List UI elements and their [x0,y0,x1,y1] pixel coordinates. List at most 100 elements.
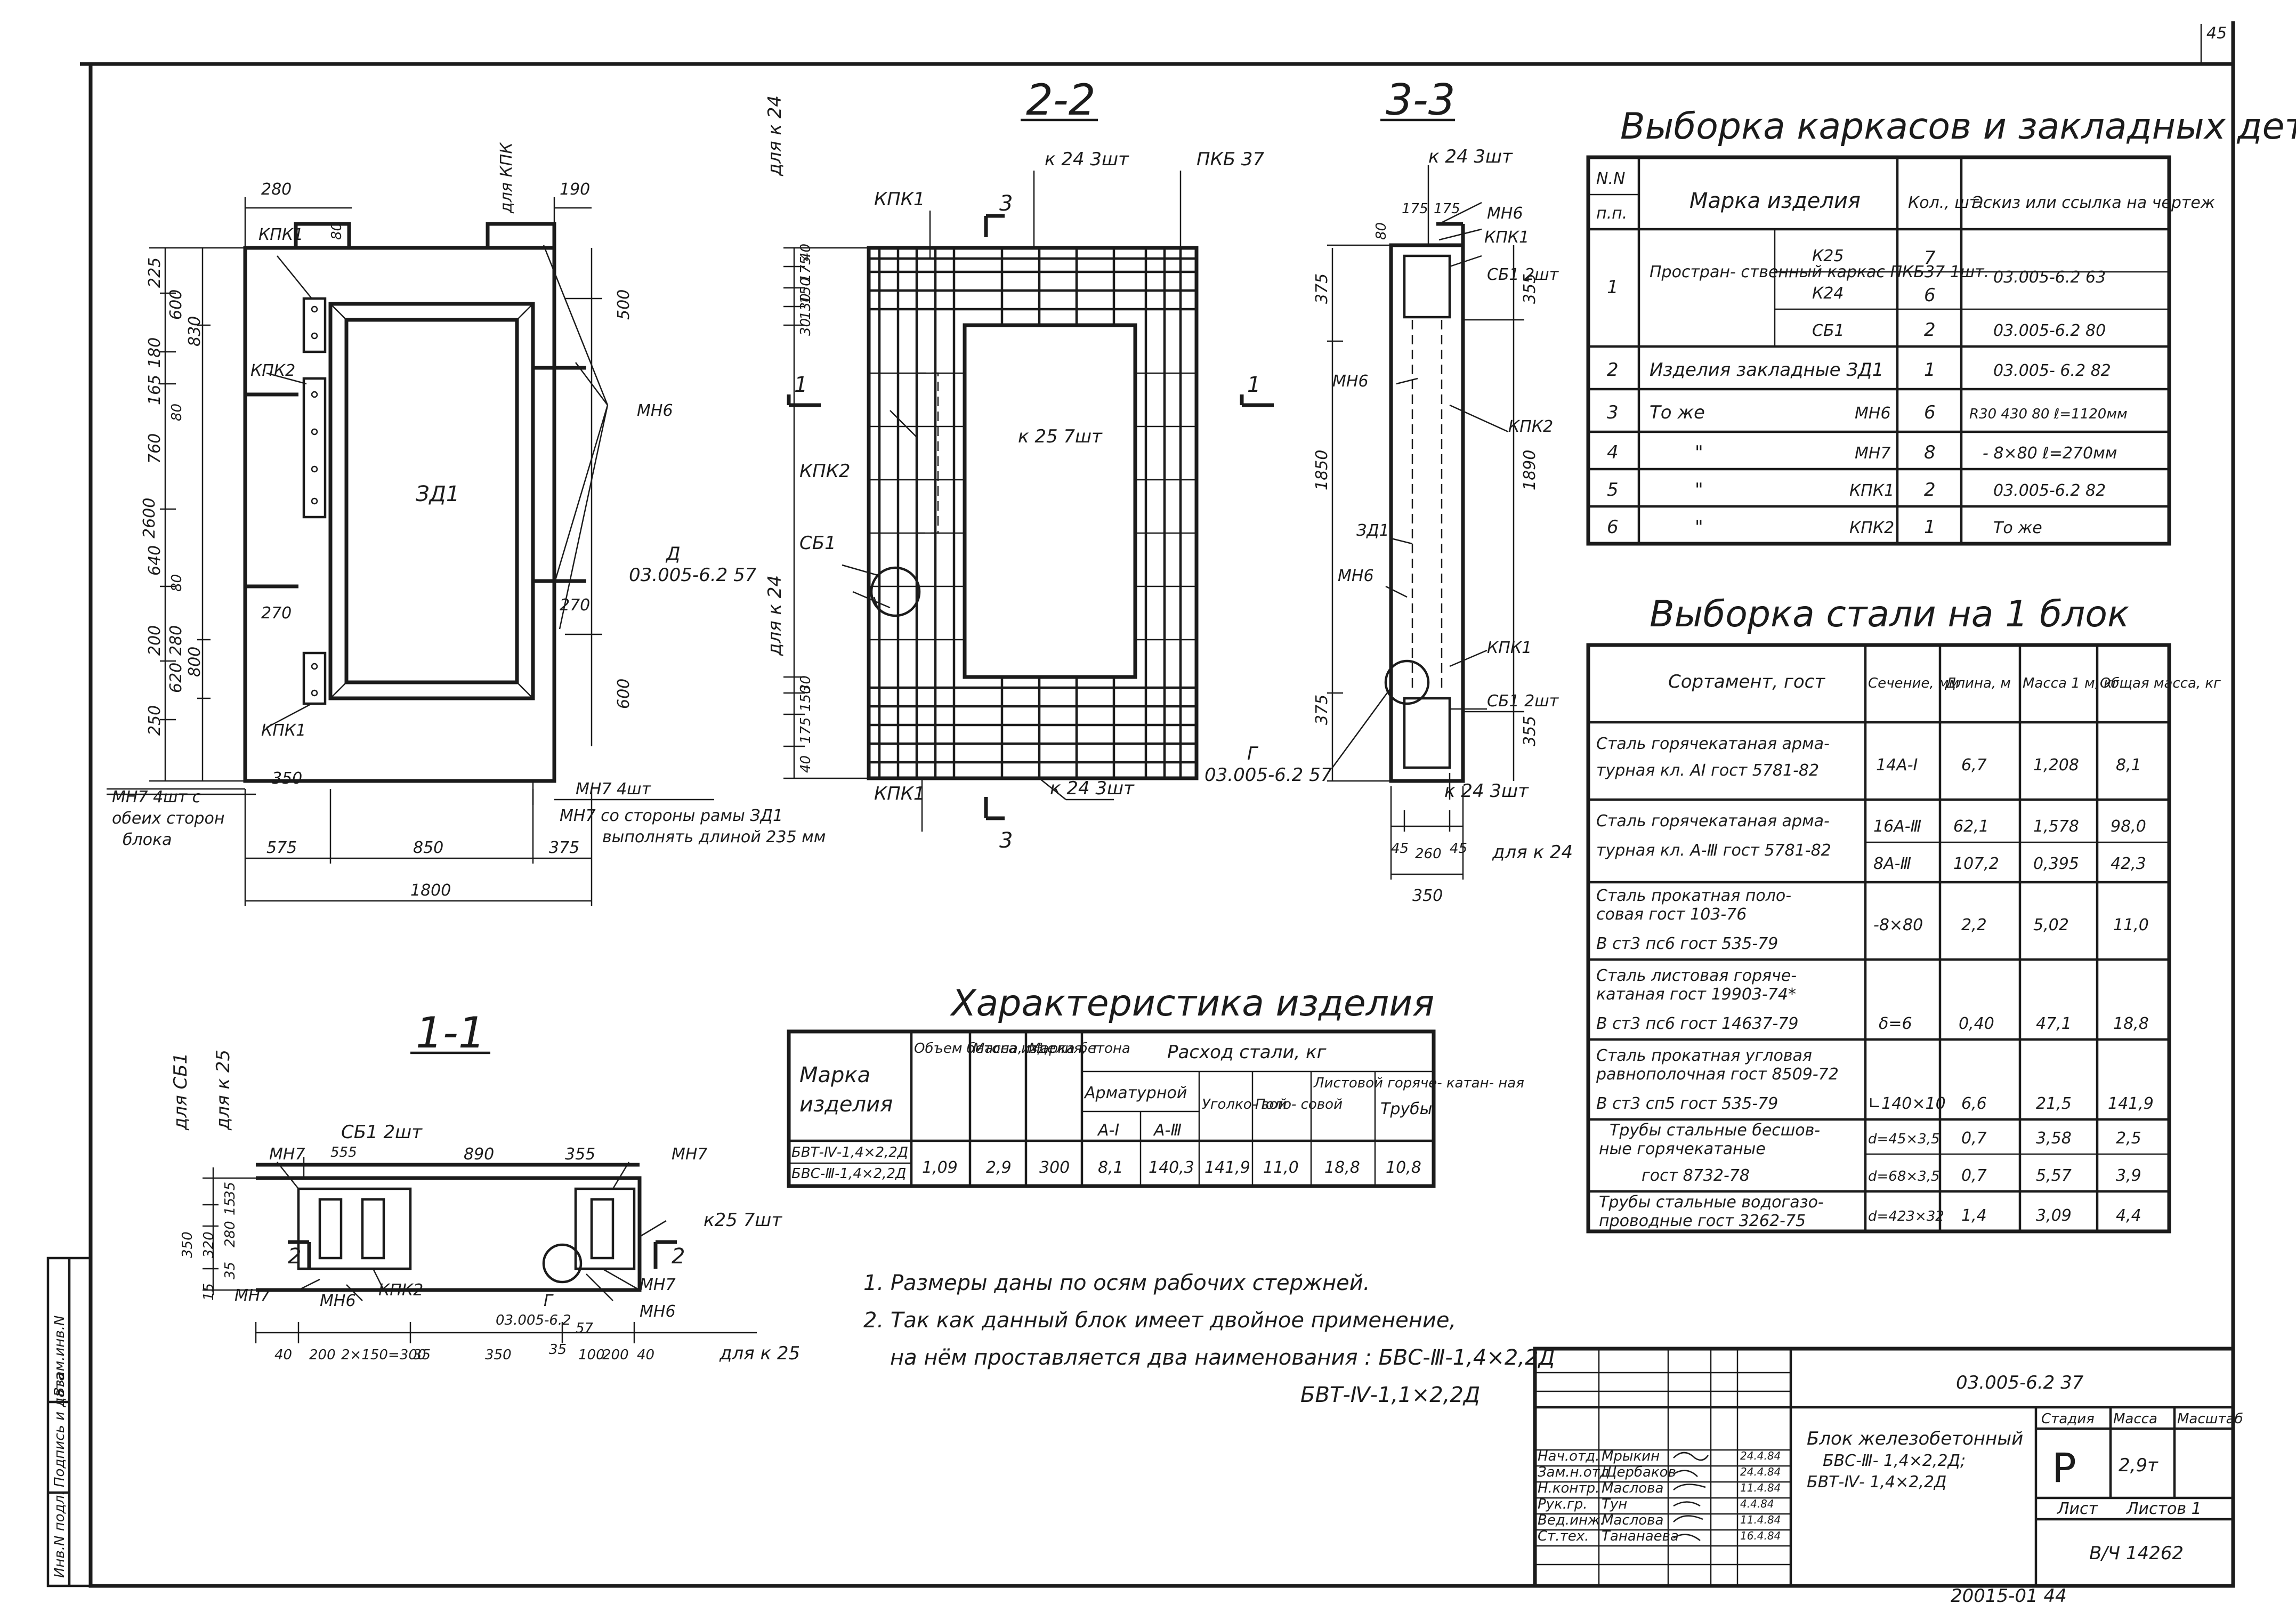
ts-r2-len2: 107,2 [1953,855,1999,873]
elev-dim-270b: 270 [560,596,590,615]
ts-r1-m1: 1,208 [2033,756,2079,775]
tb-name2: БВС-Ⅲ- 1,4×2,2Д; [1823,1452,1966,1470]
s33-mn6-mid: МН6 [1332,372,1369,391]
tf-row4-ref: - 8×80 ℓ=270мм [1983,444,2117,463]
s11-dim: 350 [180,1231,196,1258]
s33-k24-top: к 24 3шт [1428,146,1513,167]
elev-dim-850: 850 [413,839,443,857]
tb-h-scale: Масштаб [2177,1411,2243,1427]
tc-pipe: 10,8 [1386,1158,1421,1177]
s33-kpk2: КПК2 [1508,417,1553,436]
s11-mn6-br: МН6 [640,1302,676,1321]
elev-dim-350: 350 [272,769,302,788]
tf-row1-sub1: К25 [1812,247,1844,265]
tf-row4-q: 8 [1924,442,1936,463]
tb-h-mass: Масса [2113,1411,2157,1427]
ts-h-len: Длина, м [1945,675,2011,691]
table-frames-title: Выборка каркасов и закладных деталей [1620,106,2296,148]
tc-h-mark-2: изделия [799,1092,893,1117]
elev-dim-2600: 2600 [140,498,159,538]
tf-h-mark: Марка изделия [1689,189,1861,213]
ts-r6-name2: ные горячекатаные [1599,1140,1766,1158]
ts-r7-m1: 3,09 [2036,1206,2072,1225]
s11-dim: 200 [309,1347,336,1363]
tf-h-ref: Эскиз или ссылка на чертеж [1971,194,2215,212]
tc-h-arm: Арматурной [1084,1084,1187,1102]
elev-note-right-3: выполнять длиной 235 мм [602,828,826,847]
s11-dim-555: 555 [330,1144,357,1160]
elev-kpk1-top: КПК1 [258,225,303,244]
ts-r2-name1: Сталь горячекатаная арма- [1596,812,1830,831]
s11-dla-k25-b: для к 25 [719,1343,800,1364]
tb-role: Рук.гр. [1538,1496,1587,1512]
tf-row3-sub: МН6 [1855,404,1891,423]
tf-row5-ref: 03.005-6.2 82 [1993,481,2106,500]
tc-strip: 11,0 [1263,1158,1299,1177]
ts-r6-sec2: d=68×3,5 [1868,1168,1940,1184]
elev-dim: 830 [185,316,204,346]
s22-dla-k24-mid: для к 24 [764,575,786,656]
tc-h-a3: А-Ⅲ [1153,1121,1182,1140]
s11-dim: 35 [413,1347,431,1363]
elev-note-right-1: МН7 4шт [576,780,652,799]
tb-role: Нач.отд. [1538,1448,1599,1464]
elev-note-right-2: МН7 со стороны рамы ЗД1 [560,807,783,825]
tf-row5-name: " [1695,479,1703,501]
ts-r5-name1: Сталь прокатная угловая [1596,1046,1812,1065]
tf-row4-n: 4 [1607,442,1619,463]
s11-dim: 35 [222,1262,238,1279]
tf-row1-q1: 7 [1924,247,1936,269]
s22-d-ref: 03.005-6.2 57 [629,565,757,586]
ts-r1-sec: 14А-Ⅰ [1876,756,1918,775]
s22-dim: 175 [798,717,814,744]
s11-kpk2: КПК2 [378,1281,423,1300]
s22-dim: 30 [798,318,814,336]
tf-h-qty: Кол., шт. [1908,194,1984,212]
elev-dim: 165 [145,375,164,405]
ts-r6-sec1: d=45×3,5 [1868,1131,1940,1147]
s22-d-label: Д [665,543,681,565]
s33-k24-bot: к 24 3шт [1444,780,1529,802]
ts-r3-tot: 11,0 [2113,916,2149,934]
ts-r5-name3: В ст3 сп5 гост 535-79 [1596,1094,1778,1113]
s33-dim-375a: 375 [1313,273,1331,304]
s22-dla-k24-top: для к 24 [764,95,786,176]
tf-row2-name: Изделия закладные ЗД1 [1650,359,1883,381]
tb-name1: Блок железобетонный [1807,1428,2023,1449]
tf-row3-q: 6 [1924,402,1936,423]
elev-dim: 620 [167,663,185,693]
tc-vol: 1,09 [922,1158,958,1177]
elev-dim-270a: 270 [261,604,292,623]
tf-h-nn-1: N.N [1596,170,1625,188]
s33-dim-175a: 175 [1402,201,1428,217]
tb-stamp-bottom: 20015-01 44 [1951,1585,2067,1607]
ts-r6-m12: 5,57 [2036,1166,2072,1185]
tb-role: Вед.инж. [1538,1512,1605,1528]
s11-mn7-tl: МН7 [269,1145,305,1164]
s33-zd1: ЗД1 [1356,521,1389,540]
s22-dim: 30 [798,675,814,693]
tf-row3-ref: R30 430 80 ℓ=1120мм [1969,406,2128,422]
ts-r4-tot: 18,8 [2113,1014,2149,1033]
tf-row6-ref: То же [1993,519,2042,537]
section-3-3: 3-3 к 24 3шт 175 175 МН6 КПК1 СБ1 2шт 80… [1204,75,1573,905]
ts-r5-name2: равнополочная гост 8509-72 [1596,1065,1839,1084]
ts-r2-tot1: 98,0 [2111,817,2146,836]
s33-dim-355a: 355 [1521,273,1539,304]
ts-h-tot: Общая масса, кг [2100,675,2221,691]
tc-h-grade: Марка бетона [1029,1041,1130,1057]
s22-kpk2: КПК2 [799,461,850,482]
ts-h-sec: Сечение, мм [1868,675,1959,691]
elev-dim-375: 375 [549,839,579,857]
elev-mn6: МН6 [637,401,673,420]
tc-h-steel: Расход стали, кг [1167,1042,1327,1063]
tb-role: Зам.н.отд [1538,1464,1610,1480]
s22-cut3-top: 3 [999,191,1013,216]
tf-row2-q: 1 [1924,359,1936,381]
tc-grade: 300 [1039,1158,1070,1177]
s33-g-ref: 03.005-6.2 57 [1204,764,1332,786]
ts-r4-len: 0,40 [1959,1014,1994,1033]
tc-h-vol: Объем бетона, м³ [914,1041,1042,1057]
ts-r6-tot1: 2,5 [2116,1129,2141,1148]
tf-row5-q: 2 [1924,479,1936,501]
